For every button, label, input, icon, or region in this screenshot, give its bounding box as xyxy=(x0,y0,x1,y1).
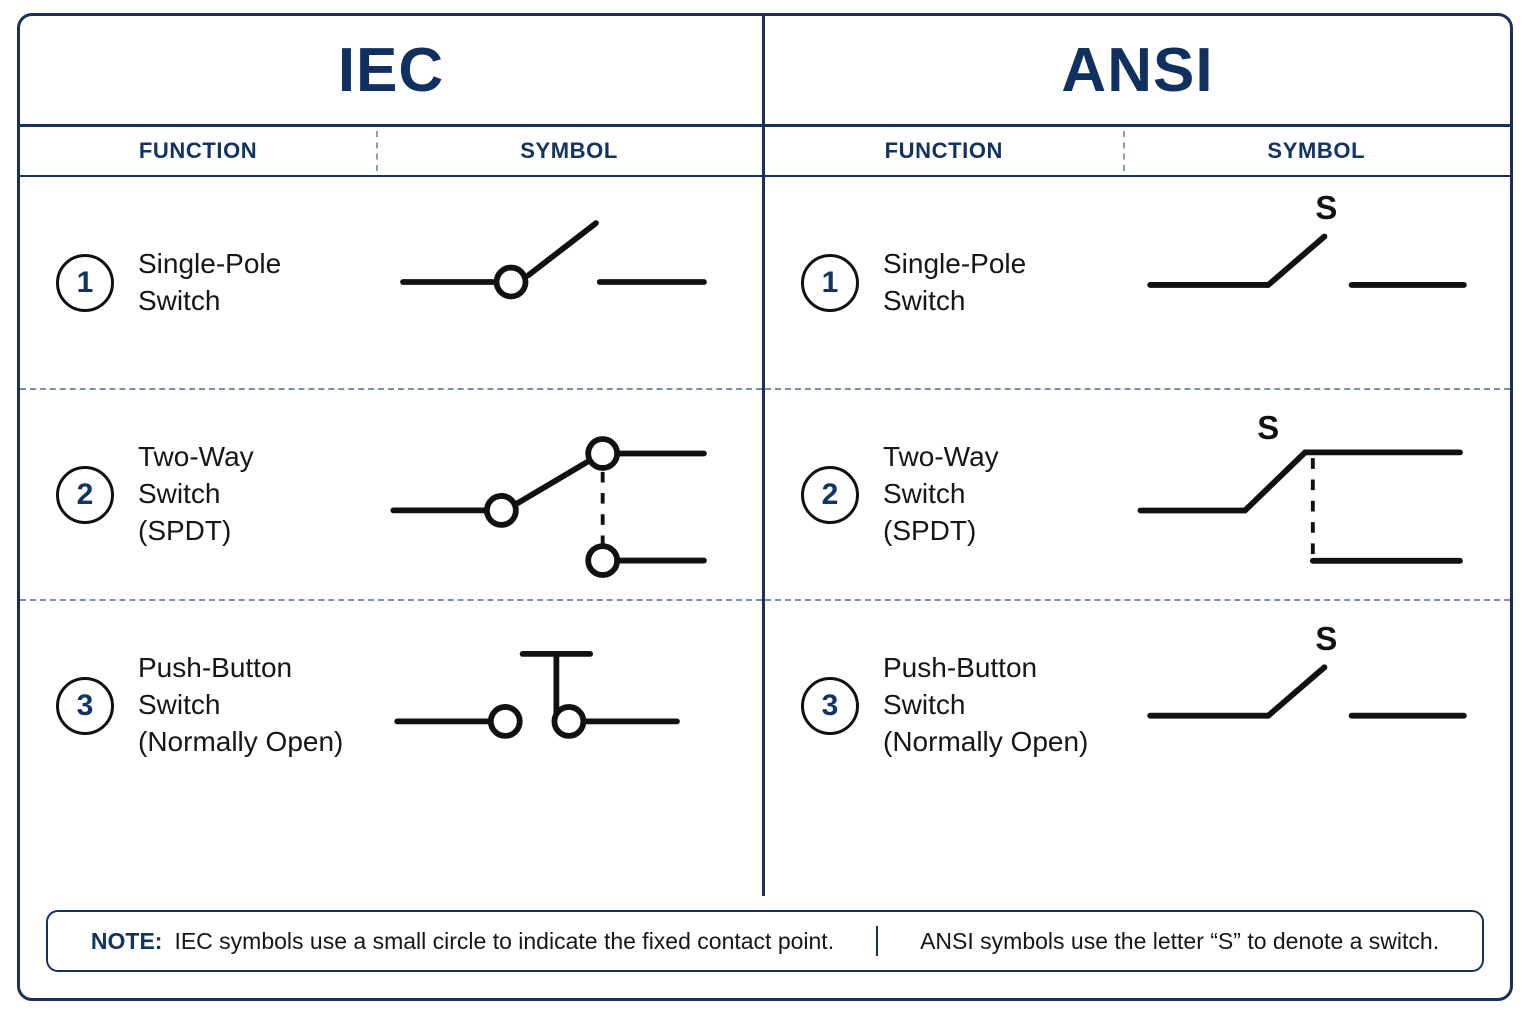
symbol-iec-single-pole-switch xyxy=(400,220,708,300)
row-number-badge: 1 xyxy=(56,253,114,312)
row-number-badge: 3 xyxy=(801,676,859,735)
symbol-cell xyxy=(376,601,762,810)
table-row: 1 Single-Pole Switch xyxy=(20,177,762,388)
function-cell: 3 Push-Button Switch (Normally Open) xyxy=(20,601,376,810)
table-row: 2 Two-Way Switch (SPDT) S xyxy=(765,388,1510,599)
panel-ansi: ANSI FUNCTION SYMBOL 1 Single-Pole Switc… xyxy=(765,16,1510,896)
function-label: Push-Button Switch (Normally Open) xyxy=(883,652,1089,757)
row-number-badge: 1 xyxy=(801,253,859,312)
note-text-ansi: ANSI symbols use the letter “S” to denot… xyxy=(920,927,1440,954)
function-label: Single-Pole Switch xyxy=(883,247,1027,316)
panels-container: IEC FUNCTION SYMBOL 1 Single-Pole Switch xyxy=(20,16,1510,896)
column-header-function-iec: FUNCTION xyxy=(138,138,258,163)
fixed-contact-circle-icon xyxy=(585,436,621,471)
function-cell: 2 Two-Way Switch (SPDT) xyxy=(765,390,1123,599)
function-label: Push-Button Switch (Normally Open) xyxy=(138,652,344,757)
symbol-cell xyxy=(376,177,762,388)
table-row: 1 Single-Pole Switch S xyxy=(765,177,1510,388)
column-header-function-ansi: FUNCTION xyxy=(884,138,1004,163)
row-number-badge: 2 xyxy=(56,465,114,524)
note-bar: NOTE: IEC symbols use a small circle to … xyxy=(46,910,1484,972)
symbol-cell: S xyxy=(1123,390,1510,599)
function-cell: 2 Two-Way Switch (SPDT) xyxy=(20,390,376,599)
column-divider-iec xyxy=(376,131,379,171)
fixed-contact-circle-icon xyxy=(585,543,621,578)
symbol-ansi-single-pole-switch: S xyxy=(1146,189,1467,288)
symbol-letter-label: S xyxy=(1315,189,1337,226)
function-cell: 3 Push-Button Switch (Normally Open) xyxy=(765,601,1123,810)
symbol-cell xyxy=(376,390,762,599)
symbol-iec-push-button-switch xyxy=(394,651,680,739)
symbol-letter-label: S xyxy=(1315,620,1337,657)
note-text-iec: IEC symbols use a small circle to indica… xyxy=(174,927,835,954)
function-cell: 1 Single-Pole Switch xyxy=(20,177,376,388)
symbol-cell: S xyxy=(1123,177,1510,388)
column-header-ansi: FUNCTION SYMBOL xyxy=(765,124,1510,177)
function-cell: 1 Single-Pole Switch xyxy=(765,177,1123,388)
symbol-cell: S xyxy=(1123,601,1510,810)
panel-iec: IEC FUNCTION SYMBOL 1 Single-Pole Switch xyxy=(20,16,765,896)
table-row: 2 Two-Way Switch (SPDT) xyxy=(20,388,762,599)
panel-title-iec: IEC xyxy=(337,35,445,105)
row-number-badge: 2 xyxy=(801,465,859,524)
column-header-symbol-iec: SYMBOL xyxy=(520,138,618,163)
symbol-ansi-two-way-switch: S xyxy=(1137,409,1463,564)
function-label: Two-Way Switch (SPDT) xyxy=(883,441,999,546)
function-label: Single-Pole Switch xyxy=(138,247,282,316)
comparison-card: IEC FUNCTION SYMBOL 1 Single-Pole Switch xyxy=(17,13,1513,1001)
column-header-iec: FUNCTION SYMBOL xyxy=(20,124,762,177)
function-label: Two-Way Switch (SPDT) xyxy=(138,441,254,546)
column-header-symbol-ansi: SYMBOL xyxy=(1267,138,1366,163)
rows-ansi: 1 Single-Pole Switch S xyxy=(765,177,1510,810)
symbol-iec-two-way-switch xyxy=(390,436,708,578)
panel-title-ansi: ANSI xyxy=(1061,35,1214,105)
symbol-ansi-push-button-switch: S xyxy=(1146,620,1467,719)
fixed-contact-circle-icon xyxy=(488,704,523,739)
fixed-contact-circle-icon xyxy=(484,493,519,528)
symbol-letter-label: S xyxy=(1257,409,1279,446)
rows-iec: 1 Single-Pole Switch xyxy=(20,177,762,810)
table-row: 3 Push-Button Switch (Normally Open) S xyxy=(765,599,1510,810)
note-divider xyxy=(876,926,879,956)
column-divider-ansi xyxy=(1122,131,1125,171)
note-label: NOTE: xyxy=(90,927,163,954)
fixed-contact-circle-icon xyxy=(551,704,587,739)
table-row: 3 Push-Button Switch (Normally Open) xyxy=(20,599,762,810)
row-number-badge: 3 xyxy=(56,676,114,735)
fixed-contact-circle-icon xyxy=(493,264,529,300)
